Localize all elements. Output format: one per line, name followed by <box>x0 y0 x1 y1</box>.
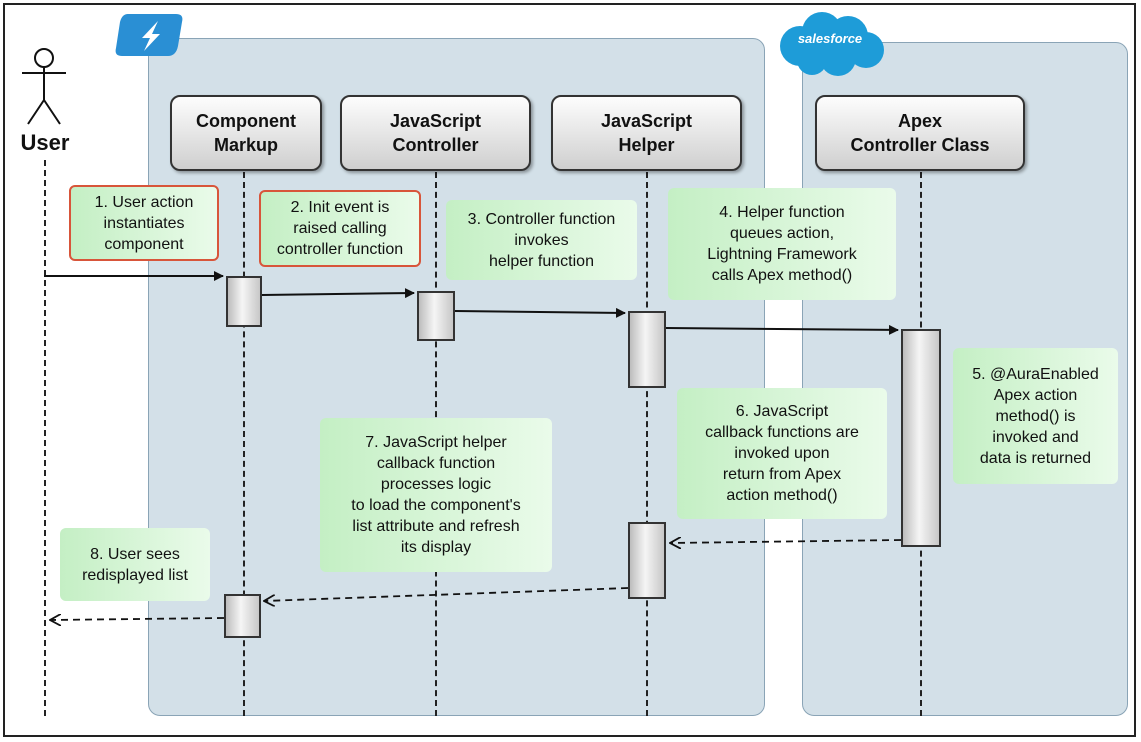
user-actor-label: User <box>20 130 70 155</box>
step-1-note: 1. User action instantiates component <box>69 185 219 261</box>
step-6-note: 6. JavaScript callback functions are inv… <box>677 388 887 519</box>
js-helper-header: JavaScript Helper <box>551 95 742 171</box>
apex-controller-activation <box>901 329 941 547</box>
js-controller-header: JavaScript Controller <box>340 95 531 171</box>
js-helper-activation-1 <box>628 311 666 388</box>
step-4-note: 4. Helper function queues action, Lightn… <box>668 188 896 300</box>
user-stick-figure-icon <box>22 48 66 125</box>
step-7-note: 7. JavaScript helper callback function p… <box>320 418 552 572</box>
component-markup-activation-2 <box>224 594 261 638</box>
return-markup-to-user <box>50 618 225 620</box>
step-5-note: 5. @AuraEnabled Apex action method() is … <box>953 348 1118 484</box>
step-3-note: 3. Controller function invokes helper fu… <box>446 200 637 280</box>
salesforce-cloud-icon <box>780 12 884 76</box>
return-apex-to-helper <box>670 540 902 543</box>
step-8-note: 8. User sees redisplayed list <box>60 528 210 601</box>
js-helper-activation-2 <box>628 522 666 599</box>
apex-controller-header: Apex Controller Class <box>815 95 1025 171</box>
js-controller-activation <box>417 291 455 341</box>
lightning-logo-icon <box>115 14 183 56</box>
component-markup-header: Component Markup <box>170 95 322 171</box>
component-markup-lifeline <box>243 172 245 716</box>
salesforce-logo-text: salesforce <box>797 31 863 46</box>
arrow-helper-to-apex <box>665 324 899 335</box>
arrow-controller-to-helper <box>454 307 626 318</box>
component-markup-activation-1 <box>226 276 262 327</box>
return-helper-to-markup <box>264 587 629 601</box>
arrow-markup-to-controller <box>261 288 415 299</box>
step-2-note: 2. Init event is raised calling controll… <box>259 190 421 267</box>
js-helper-lifeline <box>646 172 648 716</box>
user-lifeline <box>44 160 46 716</box>
